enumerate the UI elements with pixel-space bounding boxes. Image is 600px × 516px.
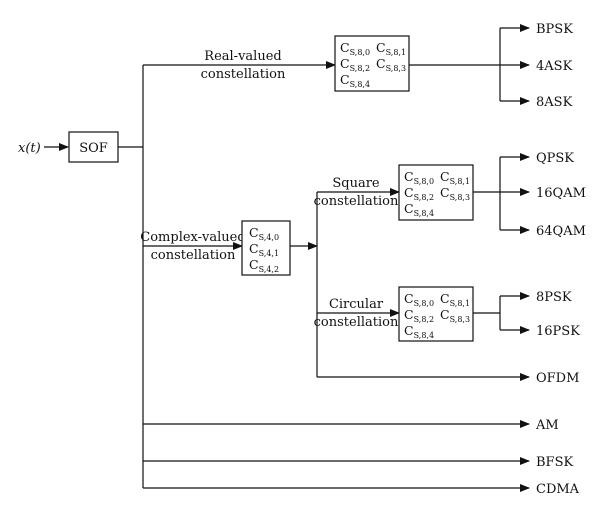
output-bpsk: BPSK: [536, 22, 573, 37]
real-cumulant-block: CS,8,0 CS,8,1 CS,8,2 CS,8,3 CS,8,4: [334, 35, 410, 92]
output-16qam: 16QAM: [536, 186, 586, 201]
circular-branch-label-line1: Circular: [329, 297, 384, 312]
real-branch-label-line2: constellation: [201, 67, 286, 82]
square-branch-label-line1: Square: [332, 176, 380, 191]
cumulant-4-2: CS,4,2: [249, 257, 279, 274]
output-8ask: 8ASK: [536, 95, 573, 110]
cumulant-8-0: CS,8,0: [340, 40, 370, 57]
sof-block: SOF: [68, 131, 119, 163]
circular-cumulant-8-2: CS,8,2: [404, 307, 434, 324]
output-bfsk: BFSK: [536, 455, 573, 470]
square-cumulant-block: CS,8,0 CS,8,1 CS,8,2 CS,8,3 CS,8,4: [398, 164, 474, 221]
input-signal-label: x(t): [18, 141, 41, 156]
cumulant-4-1: CS,4,1: [249, 241, 279, 258]
circular-branch-label-line2: constellation: [314, 315, 399, 330]
real-branch-label-line1: Real-valued: [204, 49, 281, 64]
output-64qam: 64QAM: [536, 224, 586, 239]
square-cumulant-8-2: CS,8,2: [404, 185, 434, 202]
circular-cumulant-block: CS,8,0 CS,8,1 CS,8,2 CS,8,3 CS,8,4: [398, 286, 474, 342]
cumulant-8-4: CS,8,4: [340, 72, 370, 89]
sof-label: SOF: [79, 141, 108, 156]
circular-cumulant-8-4: CS,8,4: [404, 323, 434, 340]
complex-cumulant-block: CS,4,0 CS,4,1 CS,4,2: [241, 220, 291, 276]
circular-cumulant-8-3: CS,8,3: [440, 307, 470, 324]
cumulant-8-1: CS,8,1: [376, 40, 406, 57]
circular-cumulant-8-1: CS,8,1: [440, 291, 470, 308]
circular-cumulant-8-0: CS,8,0: [404, 291, 434, 308]
square-cumulant-8-1: CS,8,1: [440, 169, 470, 186]
cumulant-8-3: CS,8,3: [376, 56, 406, 73]
square-cumulant-8-4: CS,8,4: [404, 201, 434, 218]
complex-branch-label-line1: Complex-valued: [140, 230, 245, 245]
output-ofdm: OFDM: [536, 371, 579, 386]
cumulant-4-0: CS,4,0: [249, 225, 279, 242]
output-cdma: CDMA: [536, 482, 580, 497]
square-cumulant-8-0: CS,8,0: [404, 169, 434, 186]
output-8psk: 8PSK: [536, 290, 572, 305]
complex-branch-label-line2: constellation: [151, 248, 236, 263]
square-branch-label-line2: constellation: [314, 194, 399, 209]
square-cumulant-8-3: CS,8,3: [440, 185, 470, 202]
output-16psk: 16PSK: [536, 324, 580, 339]
cumulant-8-2: CS,8,2: [340, 56, 370, 73]
output-4ask: 4ASK: [536, 59, 573, 74]
output-qpsk: QPSK: [536, 151, 574, 166]
output-am: AM: [535, 418, 559, 433]
